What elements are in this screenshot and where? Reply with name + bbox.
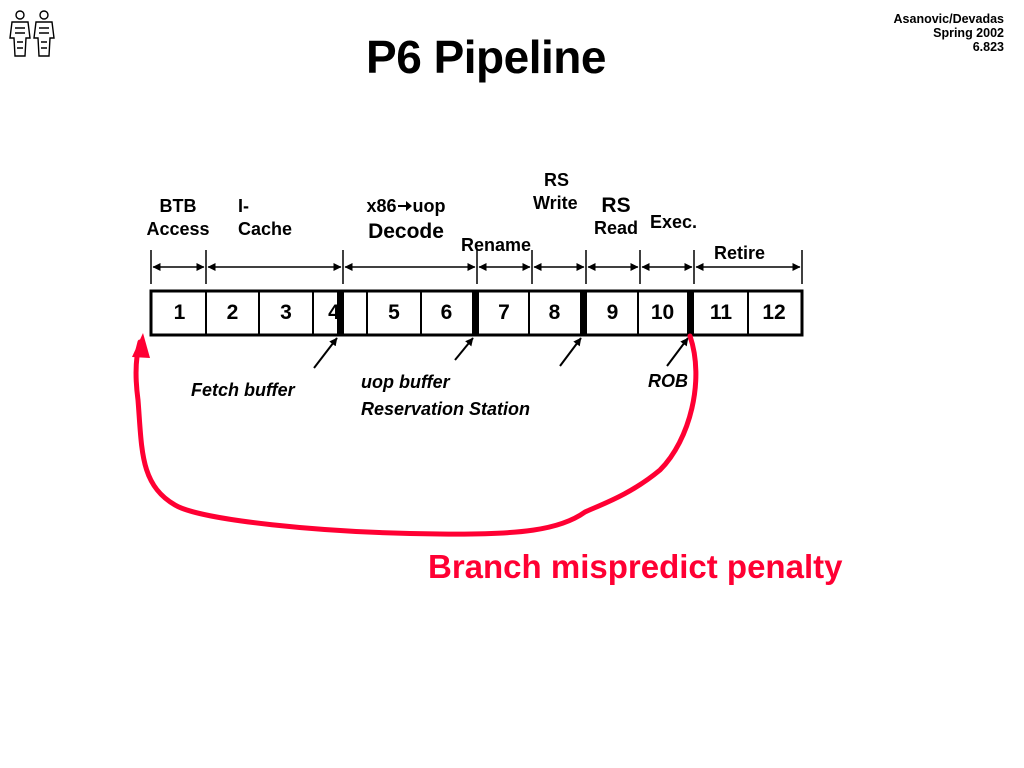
stage-cell: 4: [328, 301, 340, 324]
stage-label-rename: Rename: [461, 235, 532, 255]
stage-label-retire: Retire: [714, 243, 766, 263]
icache-line2: Cache: [238, 219, 293, 239]
icache-line1: I-: [238, 196, 249, 216]
rs-read-line2: Read: [593, 218, 638, 238]
course-info: Asanovic/Devadas Spring 2002 6.823: [894, 12, 1004, 54]
rob-label: ROB: [648, 371, 688, 391]
btb-line1: BTB: [159, 196, 197, 216]
decode-line2: Decode: [368, 220, 444, 243]
mit-figures-logo-icon: [9, 10, 55, 57]
stage-cell: 7: [498, 301, 510, 324]
mispredict-arrowhead: [132, 333, 150, 358]
stage-cell: 12: [762, 301, 786, 324]
btb-line2: Access: [146, 219, 210, 239]
stage-label-icache: I- Cache: [238, 195, 292, 241]
right-arrow-icon: [397, 201, 412, 211]
rs-write-line2: Write: [533, 193, 578, 213]
stage-cell: 3: [280, 301, 292, 324]
term-text: Spring 2002: [933, 26, 1004, 40]
fetch-buffer-label: Fetch buffer: [191, 380, 295, 400]
rs-write-line1: RS: [544, 170, 570, 190]
stage-ticks: [150, 250, 803, 284]
course-number: 6.823: [972, 40, 1004, 54]
authors-text: Asanovic/Devadas: [893, 12, 1004, 26]
stage-cell: 9: [606, 301, 619, 324]
stage-cell: 5: [388, 301, 400, 324]
stage-label-rs-read: RS Read: [588, 194, 644, 240]
stage-label-exec: Exec.: [650, 212, 698, 232]
page-title: P6 Pipeline: [366, 31, 606, 83]
stage-label-rs-write: RS Write: [533, 169, 589, 215]
stage-cell: 8: [548, 301, 561, 324]
stage-cell: 11: [709, 301, 733, 324]
stage-cell: 2: [226, 301, 239, 324]
cell-dividers: [205, 291, 749, 335]
stage-label-btb: BTB Access: [136, 195, 220, 241]
buffer-pointer-arrows: [313, 337, 689, 369]
stage-cell: 10: [650, 301, 675, 324]
branch-mispredict-penalty-label: Branch mispredict penalty: [428, 548, 843, 585]
stage-cell: 1: [173, 301, 186, 324]
mispredict-loop-arrow: [133, 333, 699, 537]
uop-buffer-label: uop buffer: [361, 372, 450, 392]
reservation-station-label: Reservation Station: [361, 399, 531, 419]
buffer-bars: [337, 291, 694, 335]
stage-cell: 6: [440, 301, 453, 324]
rs-read-line1: RS: [601, 194, 631, 217]
